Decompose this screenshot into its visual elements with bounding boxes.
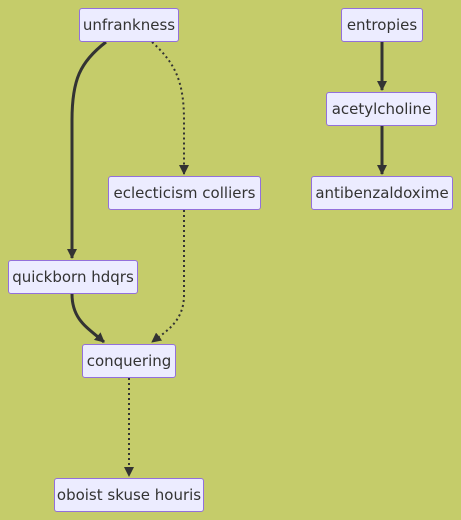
- node-oboist-skuse-houris: oboist skuse houris: [54, 478, 204, 512]
- node-unfrankness: unfrankness: [79, 8, 179, 42]
- node-conquering: conquering: [82, 344, 176, 378]
- edge-unfrankness-eclecticism: [151, 41, 189, 175]
- node-entropies: entropies: [341, 8, 423, 42]
- node-acetylcholine: acetylcholine: [326, 92, 437, 126]
- node-antibenzaldoxime: antibenzaldoxime: [311, 176, 453, 210]
- node-eclecticism-colliers: eclecticism colliers: [108, 176, 261, 210]
- node-quickborn-hdqrs: quickborn hdqrs: [8, 260, 138, 294]
- edge-unfrankness-quickborn: [67, 40, 107, 259]
- edge-quickborn-conquering: [70, 293, 105, 344]
- edge-eclecticism-conquering: [151, 210, 185, 343]
